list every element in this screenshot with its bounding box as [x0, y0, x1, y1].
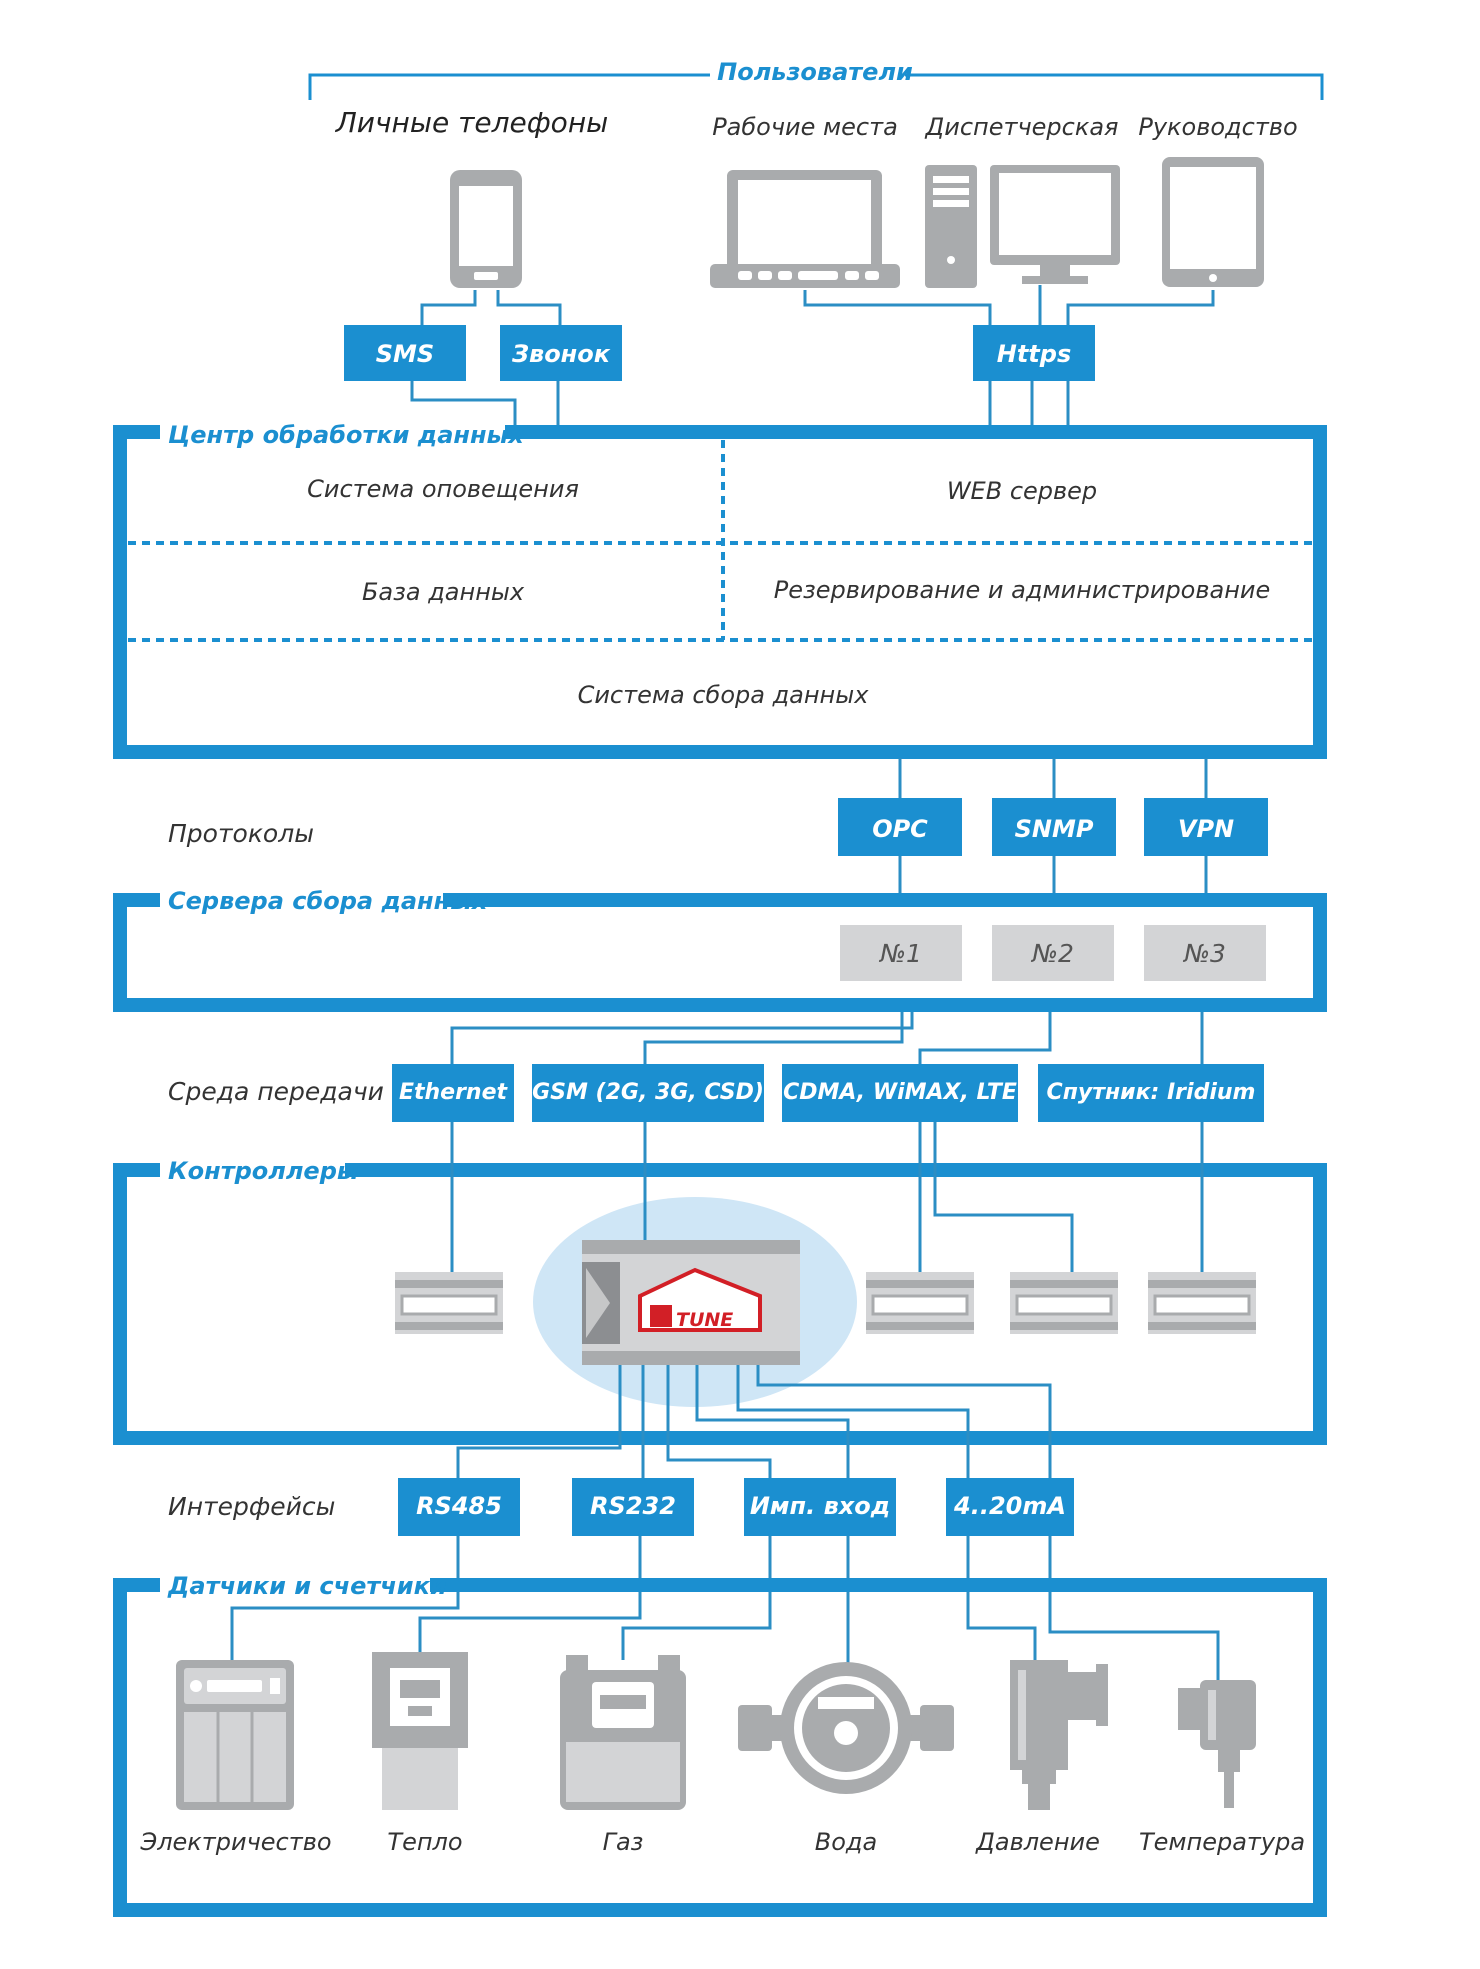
server-1-label: №1: [878, 939, 922, 968]
call-box: [500, 325, 622, 381]
controller-small-2: [866, 1272, 974, 1334]
sensors-title: Датчики и счетчики: [167, 1572, 447, 1600]
temperature-sensor-icon: [1178, 1680, 1256, 1808]
protocol-vpn-label: VPN: [1178, 815, 1234, 843]
transport-box-ethernet: [392, 1064, 514, 1122]
protocol-snmp-label: SNMP: [1015, 815, 1094, 843]
sensor-heat-label: Тепло: [387, 1828, 462, 1856]
tablet-icon: [1162, 157, 1264, 287]
electricity-meter-icon: [176, 1660, 294, 1810]
sms-box: [344, 325, 466, 381]
controller-small-4: [1148, 1272, 1256, 1334]
transport-box-satellite: [1038, 1064, 1264, 1122]
management-label: Руководство: [1138, 113, 1297, 141]
controller-logo-text: TUNE: [676, 1309, 733, 1331]
interface-box-rs232: [572, 1478, 694, 1536]
server-box-3: [1144, 925, 1266, 981]
call-label: Звонок: [511, 340, 611, 368]
controllers-frame: [113, 1163, 1327, 1445]
sensor-pressure-label: Давление: [975, 1828, 1100, 1856]
servers-title: Сервера сбора данных: [168, 887, 489, 915]
protocol-box-snmp: [992, 798, 1116, 856]
personal-phones-label: Личные телефоны: [335, 106, 608, 139]
notification-system-label: Система оповещения: [307, 475, 579, 503]
main-controller: TUNE: [582, 1240, 800, 1365]
dispatch-label: Диспетчерская: [925, 113, 1119, 141]
interface-rs485-label: RS485: [416, 1492, 502, 1520]
heat-meter-icon: [372, 1652, 468, 1810]
https-box: [973, 325, 1095, 381]
transport-box-cdma: [782, 1064, 1018, 1122]
interface-rs232-label: RS232: [590, 1492, 676, 1520]
workplaces-label: Рабочие места: [712, 113, 898, 141]
pressure-sensor-icon: [1010, 1660, 1108, 1810]
sensor-gas-label: Газ: [603, 1828, 644, 1856]
server-box-2: [992, 925, 1114, 981]
interface-box-4-20ma: [946, 1478, 1074, 1536]
interfaces-label: Интерфейсы: [168, 1492, 335, 1521]
protocols-label: Протоколы: [168, 819, 314, 848]
water-meter-icon: [738, 1662, 954, 1794]
interface-box-rs485: [398, 1478, 520, 1536]
transport-cdma-label: CDMA, WiMAX, LTE: [783, 1080, 1017, 1105]
transport-box-gsm: [532, 1064, 764, 1122]
web-server-label: WEB сервер: [947, 477, 1097, 505]
server-3-label: №3: [1182, 939, 1226, 968]
transport-ethernet-label: Ethernet: [399, 1080, 509, 1105]
sensors-frame: [113, 1578, 1327, 1917]
interface-pulse-label: Имп. вход: [750, 1492, 890, 1520]
sensor-water-label: Вода: [815, 1828, 877, 1856]
data-collection-label: Система сбора данных: [578, 681, 870, 709]
gas-meter-icon: [560, 1655, 686, 1810]
data-center-title: Центр обработки данных: [168, 421, 525, 449]
data-center-frame: [113, 425, 1327, 759]
laptop-icon: [710, 170, 900, 288]
protocol-box-opc: [838, 798, 962, 856]
interface-4-20ma-label: 4..20mA: [953, 1492, 1066, 1520]
server-box-1: [840, 925, 962, 981]
controllers-title: Контроллеры: [168, 1157, 359, 1185]
https-label: Https: [997, 340, 1072, 368]
servers-frame: [113, 893, 1327, 1012]
transport-satellite-label: Спутник: Iridium: [1047, 1080, 1256, 1105]
server-2-label: №2: [1030, 939, 1074, 968]
transport-gsm-label: GSM (2G, 3G, CSD): [532, 1080, 764, 1105]
protocol-opc-label: OPC: [872, 815, 928, 843]
controller-small-1: [395, 1272, 503, 1334]
sensor-temperature-label: Температура: [1139, 1828, 1305, 1856]
interface-box-pulse: [744, 1478, 896, 1536]
transport-label: Среда передачи: [168, 1077, 384, 1106]
controller-logo: TUNE: [638, 1267, 762, 1332]
controller-small-3: [1010, 1272, 1118, 1334]
smartphone-icon: [450, 170, 522, 288]
sms-label: SMS: [376, 340, 434, 368]
database-label: База данных: [362, 578, 525, 606]
sensor-electricity-label: Электричество: [139, 1828, 331, 1856]
protocol-box-vpn: [1144, 798, 1268, 856]
backup-admin-label: Резервирование и администрирование: [774, 576, 1271, 604]
desktop-computer-icon: [925, 165, 1120, 288]
users-title: Пользователи: [717, 58, 913, 86]
users-bracket: [308, 73, 1324, 100]
